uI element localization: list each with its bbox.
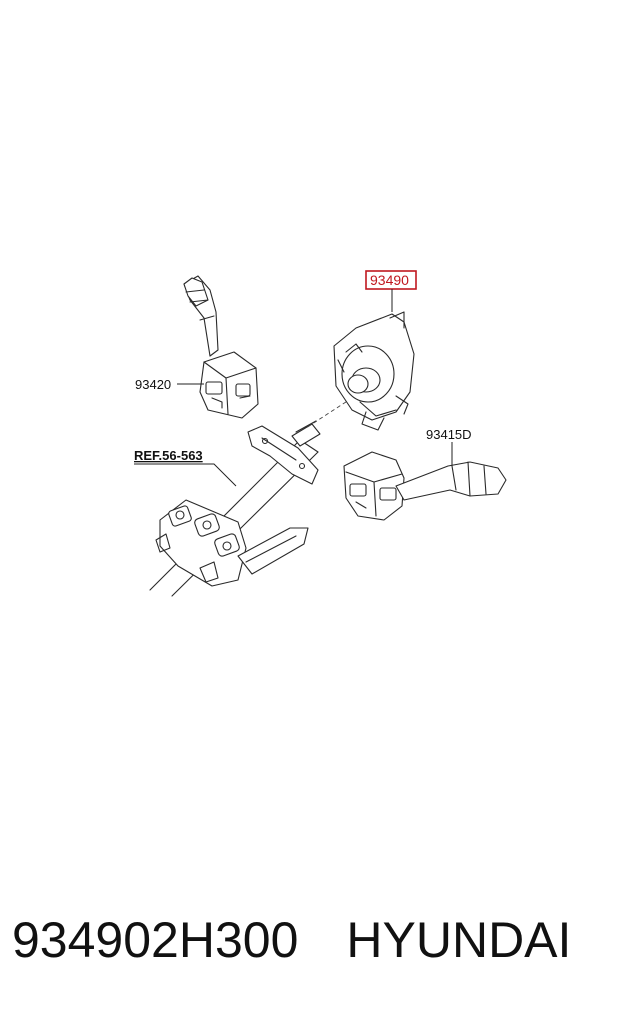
clock-spring-assembly: 93490 [333, 270, 417, 431]
callout-left-switch: 93420 [135, 377, 171, 392]
highlight-callout-box [365, 270, 417, 290]
brand-name: HYUNDAI [346, 912, 572, 968]
ref-label: REF.56-563 [134, 448, 203, 463]
left-multifunction-switch: 93420 [135, 275, 259, 419]
callout-clock-spring: 93490 [370, 272, 409, 288]
callout-right-switch: 93415D [426, 427, 472, 442]
caption: 934902H300 HYUNDAI [12, 905, 612, 975]
assembly-line [305, 397, 353, 429]
right-multifunction-switch: 93415D [343, 427, 507, 521]
part-number: 934902H300 [12, 912, 299, 968]
steering-column: REF.56-563 [134, 420, 321, 597]
